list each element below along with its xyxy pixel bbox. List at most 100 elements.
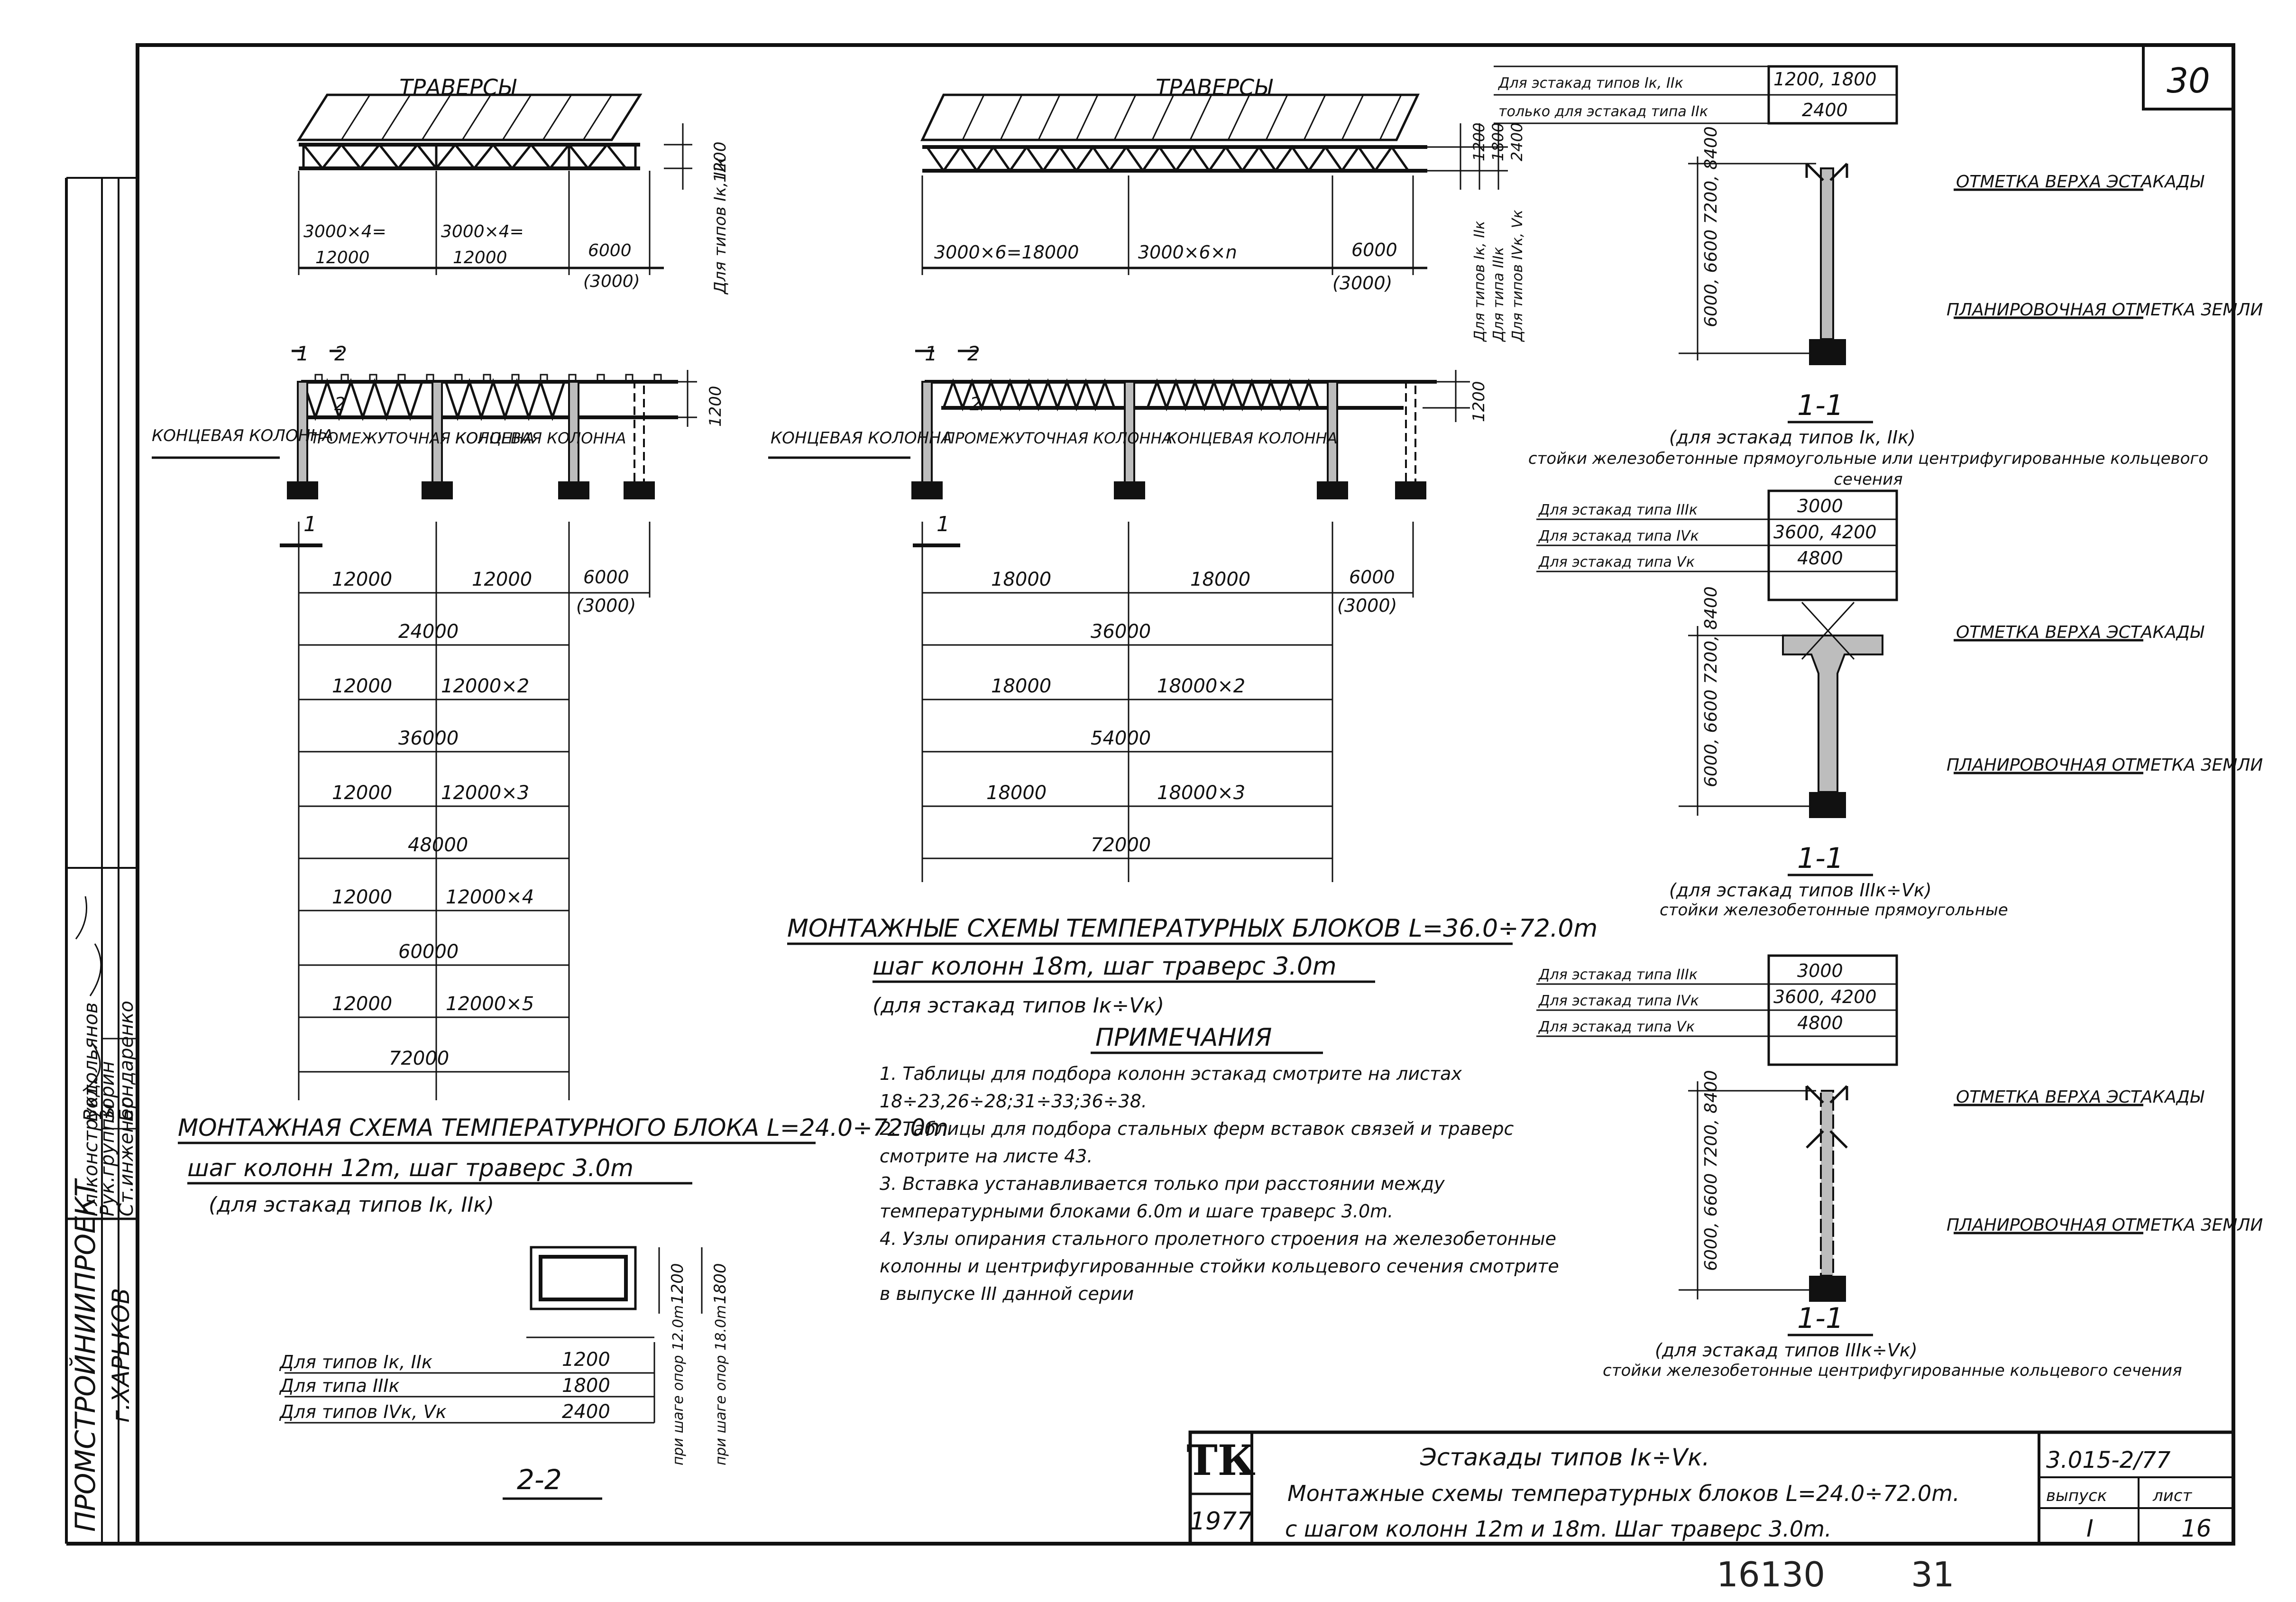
staff-role-3: Ст.инженер [116, 1096, 138, 1216]
scheme12-row3-b: 12000×2 [441, 675, 529, 697]
scheme12-plan-dim-1b: 12000 [315, 248, 370, 267]
scheme12-plan-dim-2a: 3000×4= [441, 222, 524, 241]
cs2-row3-value: 4800 [1797, 548, 1843, 569]
scheme12-label-end2: КОНЦЕВАЯ КОЛОННА [455, 429, 626, 447]
cs2-row2-value: 3600, 4200 [1773, 522, 1877, 543]
cs3-row3-value: 4800 [1797, 1013, 1843, 1033]
cs3-top-mark: ОТМЕТКА ВЕРХА ЭСТАКАДЫ [1956, 1087, 2204, 1107]
cs2-caption2: стойки железобетонные прямоугольные [1660, 901, 2008, 920]
scheme18-height: 1200 [1469, 381, 1488, 422]
cs2-title: 1-1 [1797, 842, 1844, 875]
scheme18-subtitle: шаг колонн 18m, шаг траверс 3.0m [872, 952, 1337, 981]
title-issue: I [2086, 1515, 2094, 1542]
corner-number: 30 [2167, 61, 2210, 101]
scheme12-mark-1: 1 [296, 342, 309, 365]
scheme12-dims: 12000 12000 6000 (3000) 24000 12000 1200… [178, 522, 948, 1217]
cs3-caption2: стойки железобетонные центрифугированные… [1603, 1361, 2182, 1380]
title-line2: Монтажные схемы температурных блоков L=2… [1287, 1481, 1960, 1506]
cs2-row1-value: 3000 [1797, 496, 1843, 516]
note-1: 1. Таблицы для подбора колонн эстакад см… [880, 1063, 1462, 1112]
scheme12-plan-height: 1200 [711, 141, 730, 183]
cs3-ground-mark: ПЛАНИРОВОЧНАЯ ОТМЕТКА ЗЕМЛИ [1947, 1215, 2263, 1235]
s22-height-2: 1800 [711, 1263, 730, 1304]
scheme12-row2: 24000 [398, 621, 459, 643]
cs3-row1-value: 3000 [1797, 960, 1843, 981]
title-year: 1977 [1190, 1507, 1252, 1536]
scheme18-title: МОНТАЖНЫЕ СХЕМЫ ТЕМПЕРАТУРНЫХ БЛОКОВ L=3… [787, 914, 1598, 943]
scheme12-plan-dim-4: (3000) [583, 272, 640, 291]
scheme12-row1-a: 12000 [332, 569, 392, 590]
s22-value-2: 1800 [562, 1375, 610, 1397]
staff-role-1: Гл.конструкт. [80, 1079, 102, 1216]
title-line3: с шагом колонн 12m и 18m. Шаг траверс 3.… [1285, 1516, 1832, 1542]
cs3-heights: 6000, 6600 7200, 8400 [1701, 1070, 1721, 1271]
scheme18-plan-dim-2: 3000×6×n [1138, 242, 1237, 263]
cs1-row2-label: только для эстакад типа IIк [1498, 103, 1708, 120]
scheme18-row1-a: 18000 [991, 569, 1051, 590]
cs2-heights: 6000, 6600 7200, 8400 [1701, 586, 1721, 787]
scheme18-plan-dim-1: 3000×6=18000 [934, 242, 1079, 263]
signatures [75, 896, 102, 1092]
scheme18-row5-b: 18000×3 [1157, 782, 1245, 804]
staff-name-2: Зорин [97, 1061, 119, 1122]
scheme12-row7-b: 12000×4 [446, 886, 534, 908]
cs1-heights: 6000, 6600 7200, 8400 [1701, 126, 1721, 327]
scheme18-row1-d: (3000) [1337, 595, 1397, 616]
cs1-caption: (для эстакад типов Iк, IIк) [1669, 427, 1916, 448]
cs1-row1-label: Для эстакад типов Iк, IIк [1497, 75, 1683, 92]
s22-side-2: при шаге опор 18.0m [713, 1305, 729, 1465]
notes: ПРИМЕЧАНИЯ 1. Таблицы для подбора колонн… [880, 1023, 1559, 1304]
scheme18-plan-dim-4: (3000) [1332, 273, 1392, 294]
notes-heading: ПРИМЕЧАНИЯ [1095, 1023, 1272, 1052]
column-section-3: Для эстакад типа IIIк 3000 Для эстакад т… [1536, 954, 2263, 1380]
scheme12-plan-dim-3: 6000 [588, 241, 632, 260]
scheme18-plan-dim-3: 6000 [1351, 239, 1397, 260]
cs3-row2-label: Для эстакад типа IVк [1538, 993, 1699, 1009]
scheme18-row2: 36000 [1091, 621, 1151, 643]
cs1-row2-value: 2400 [1802, 100, 1848, 120]
scheme18-row6: 72000 [1091, 834, 1151, 856]
scheme18-label-end: КОНЦЕВАЯ КОЛОННА [771, 429, 952, 448]
scheme12-subtitle: шаг колонн 12m, шаг траверс 3.0m [187, 1154, 634, 1182]
scheme12-plan: ТРАВЕРСЫ 3000×4= 12000 3000×4= 12000 600… [296, 74, 730, 295]
scheme12-title: МОНТАЖНАЯ СХЕМА ТЕМПЕРАТУРНОГО БЛОКА L=2… [178, 1114, 948, 1142]
cs3-row2-value: 3600, 4200 [1773, 986, 1877, 1007]
scheme18-row3-a: 18000 [991, 675, 1051, 697]
s22-value-1: 1200 [562, 1349, 610, 1371]
scheme18-note: (для эстакад типов Iк÷Vк) [872, 994, 1164, 1018]
scheme18-label-end2: КОНЦЕВАЯ КОЛОННА [1166, 429, 1337, 447]
scheme18-h-label-1: Для типов Iк, IIк [1471, 221, 1488, 342]
scheme18-mark-1: 1 [925, 342, 937, 365]
scheme12-row3-a: 12000 [332, 675, 392, 697]
scheme18-h-label-3: Для типов IVк, Vк [1509, 210, 1526, 342]
cs2-caption: (для эстакад типов IIIк÷Vк) [1669, 880, 1932, 901]
bottom-number: 16130 [1717, 1555, 1825, 1594]
scheme18-plan: ТРАВЕРСЫ 3000×6=18000 3000×6×n 6000 (300… [920, 74, 1526, 342]
title-series: 3.015-2/77 [2046, 1447, 2171, 1473]
scheme12-row7-a: 12000 [332, 886, 392, 908]
scheme18-h-1: 1200 [1470, 123, 1488, 161]
scheme12-plan-dim-2b: 12000 [453, 248, 507, 267]
scheme12-row9-a: 12000 [332, 993, 392, 1015]
cs1-caption2: стойки железобетонные прямоугольные или … [1528, 449, 2209, 489]
staff-name-3: Бондаренко [116, 1001, 138, 1122]
scheme18-h-2: 1800 [1489, 123, 1507, 161]
title-line1: Эстакады типов Iк÷Vк. [1420, 1444, 1709, 1471]
cs1-title: 1-1 [1797, 389, 1844, 422]
cs3-title: 1-1 [1797, 1302, 1844, 1335]
scheme12-plan-side-note: Для типов Iк, IIк [711, 157, 730, 295]
cs3-row3-label: Для эстакад типа Vк [1538, 1019, 1695, 1035]
bottom-page: 31 [1911, 1555, 1955, 1594]
staff-role-2: Рук.группы [97, 1103, 119, 1216]
scheme18-row5-a: 18000 [986, 782, 1047, 804]
scheme12-note: (для эстакад типов Iк, IIк) [209, 1193, 494, 1217]
scheme18-section-1: 1 [937, 512, 950, 536]
scheme18-dims: 18000 18000 6000 (3000) 36000 18000 1800… [787, 522, 1598, 1018]
title-logo: ТК [1186, 1436, 1256, 1485]
scheme18-row3-b: 18000×2 [1157, 675, 1245, 697]
org-city: г.ХАРЬКОВ [107, 1288, 135, 1423]
note-3: 3. Вставка устанавливается только при ра… [880, 1173, 1445, 1222]
scheme18-row1-c: 6000 [1349, 567, 1395, 588]
s22-label-3: Для типов IVк, Vк [279, 1401, 447, 1422]
scheme12-row5-b: 12000×3 [441, 782, 529, 804]
